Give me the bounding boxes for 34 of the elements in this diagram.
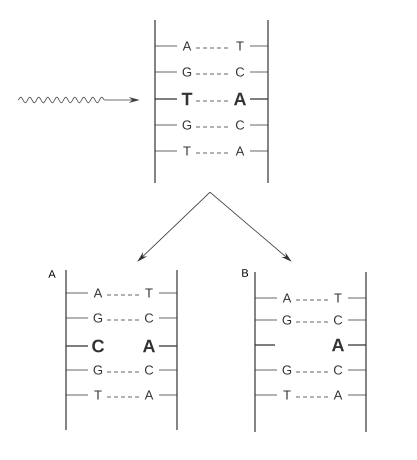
base-letter: C — [144, 365, 154, 375]
base-letter: T — [94, 390, 102, 400]
base-letter: C — [334, 315, 342, 325]
base-letter: A — [332, 338, 344, 352]
base-letter: T — [236, 42, 244, 50]
base-letter: A — [142, 340, 156, 352]
base-letter: A — [144, 390, 154, 400]
dna-ladder-drawing — [154, 20, 269, 183]
strand-label: B — [242, 269, 248, 277]
dna-ladder-drawing — [242, 269, 367, 432]
base-letter: T — [182, 92, 192, 106]
base-letter: G — [182, 67, 192, 77]
base-letter: A — [334, 390, 342, 400]
base-letter: A — [282, 294, 292, 302]
base-letter: A — [236, 146, 244, 156]
base-letter: T — [334, 294, 342, 302]
base-letter: C — [144, 313, 154, 323]
base-letter: T — [183, 146, 191, 156]
dna-ladder-drawing — [48, 270, 178, 430]
base-letter: G — [182, 120, 192, 130]
base-letter: C — [92, 340, 104, 352]
base-letter: G — [94, 365, 102, 375]
base-letter: A — [182, 42, 192, 50]
base-letter: A — [234, 92, 246, 106]
base-letter: G — [282, 365, 292, 375]
base-letter: G — [282, 315, 292, 325]
base-letter: T — [283, 390, 291, 400]
base-letter: C — [334, 365, 342, 375]
base-letter: C — [236, 67, 244, 77]
base-letter: C — [236, 120, 244, 130]
base-letter: G — [94, 313, 102, 323]
strand-label: A — [48, 270, 56, 278]
base-letter: A — [94, 288, 102, 298]
base-letter: T — [145, 288, 153, 298]
